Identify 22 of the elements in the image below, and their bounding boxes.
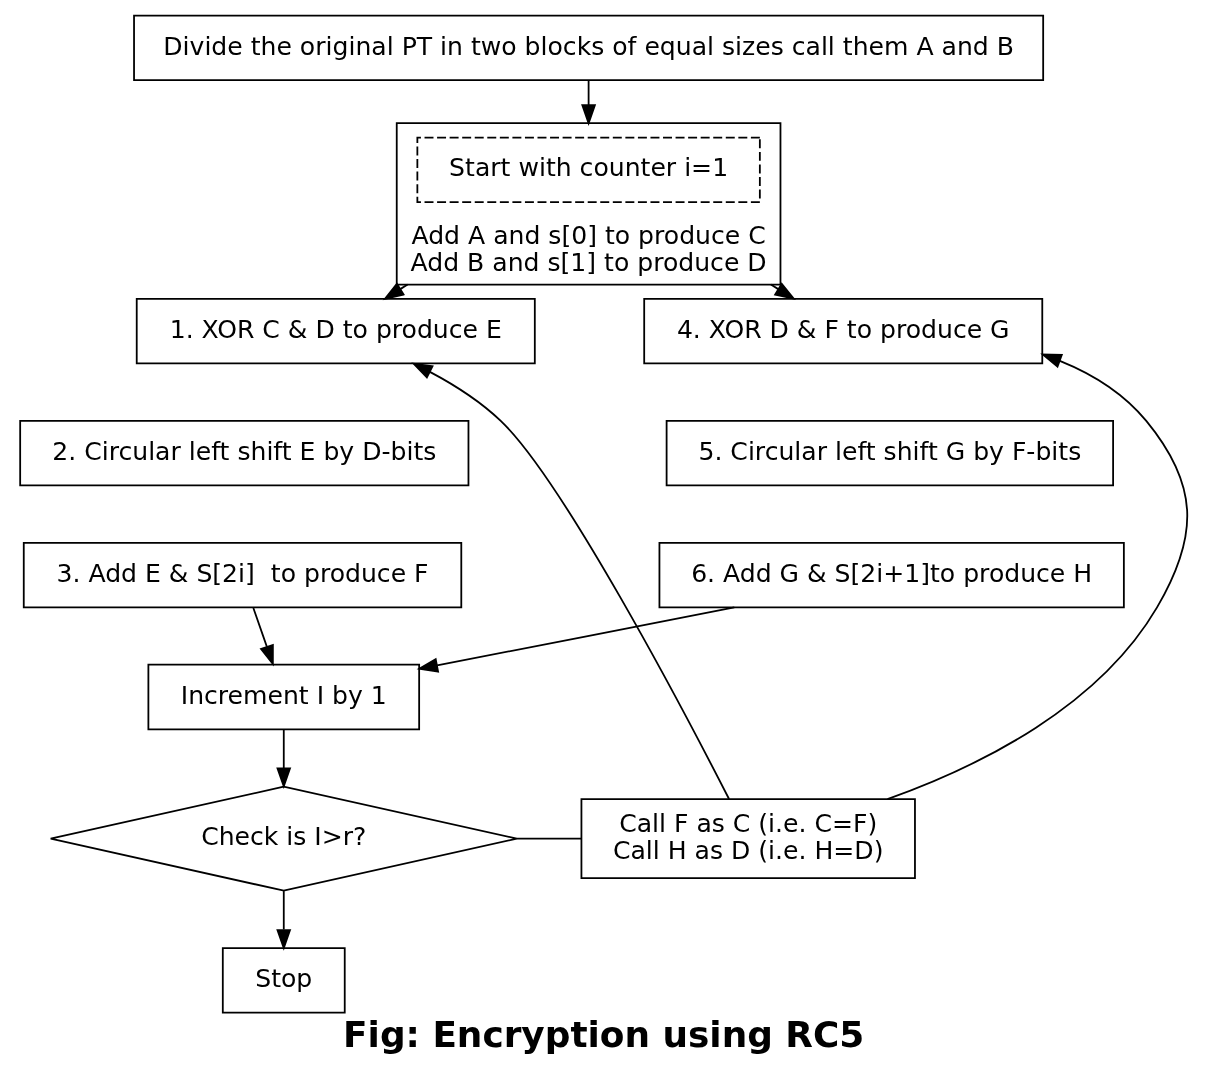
node-box: 2. Circular left shift E by D-bits (18, 419, 469, 487)
node-box: 4. XOR D & F to produce G (642, 298, 1043, 365)
arrow (275, 890, 291, 951)
arrow (416, 606, 735, 673)
node-box: Stop (221, 947, 346, 1014)
node-box: Start with counter i=1 (415, 136, 761, 203)
arrow (580, 79, 596, 126)
arrow (382, 282, 408, 301)
node-box: 5. Circular left shift G by F-bits (665, 419, 1114, 487)
connector (515, 837, 582, 840)
arrow (886, 353, 1188, 801)
node-box: Divide the original PT in two blocks of equal sizes call them A and B (132, 14, 1044, 82)
node-box: Increment I by 1 (147, 663, 420, 731)
arrow (275, 728, 291, 789)
node-box: 6. Add G & S[2i+1]to produce H (658, 541, 1125, 609)
arrow (410, 362, 730, 800)
node-box: Call F as C (i.e. C=F) Call H as D (i.e. H=D) (580, 798, 916, 879)
arrow (251, 607, 274, 667)
node-box: 1. XOR C & D to produce E (135, 298, 536, 365)
node-box: 3. Add E & S[2i] to produce F (22, 541, 462, 609)
node-diamond: Check is I>r? (49, 785, 518, 892)
caption: Fig: Encryption using RC5 (342, 1013, 864, 1055)
